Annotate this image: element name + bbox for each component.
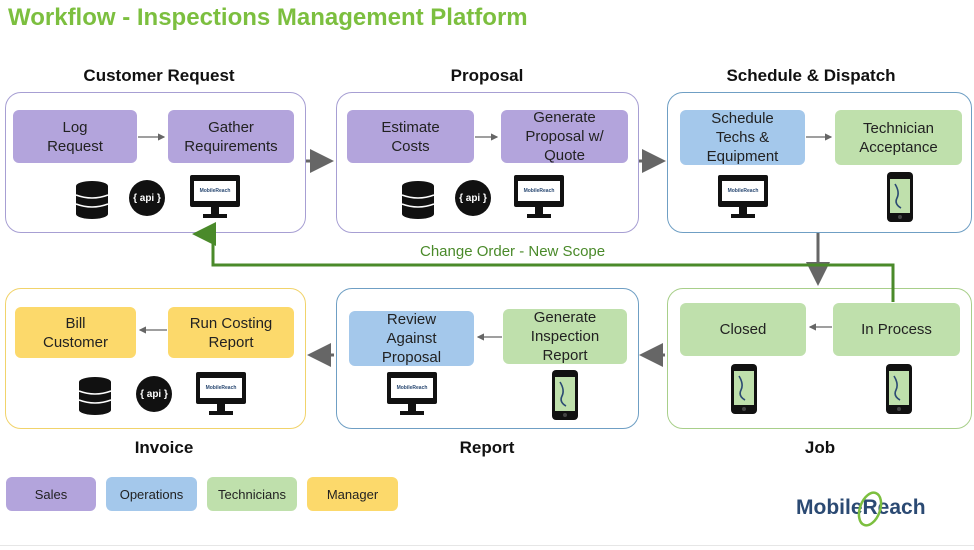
stage-title-customer-request: Customer Request (83, 66, 235, 85)
box-estimate-costs: Estimate Costs (347, 110, 474, 163)
monitor-icon: MobileReach (190, 175, 242, 223)
box-generate-proposal: Generate Proposal w/ Quote (501, 109, 628, 164)
footer-divider (0, 545, 974, 546)
box-gather-requirements: Gather Requirements (168, 110, 294, 163)
api-icon: { api } (455, 180, 491, 216)
box-review-against-proposal: Review Against Proposal (349, 311, 474, 366)
change-order-label: Change Order - New Scope (420, 243, 606, 260)
box-in-process: In Process (833, 303, 960, 356)
box-run-costing-report: Run Costing Report (168, 307, 294, 358)
mobile-phone-icon (887, 172, 913, 222)
stage-title-proposal: Proposal (450, 66, 524, 85)
page-title: Workflow - Inspections Management Platfo… (8, 4, 528, 31)
logo-swoosh-icon (857, 491, 883, 527)
legend-operations: Operations (106, 477, 197, 511)
api-icon: { api } (136, 376, 172, 412)
monitor-icon: MobileReach (387, 372, 439, 420)
mobile-phone-icon (886, 364, 912, 414)
box-schedule-techs: Schedule Techs & Equipment (680, 110, 805, 165)
monitor-icon: MobileReach (718, 175, 770, 223)
database-icon (401, 181, 435, 219)
stage-title-schedule-dispatch: Schedule & Dispatch (726, 66, 896, 85)
database-icon (78, 377, 112, 415)
monitor-icon: MobileReach (196, 372, 248, 420)
mobile-phone-icon (731, 364, 757, 414)
box-bill-customer: Bill Customer (15, 307, 136, 358)
box-closed: Closed (680, 303, 806, 356)
stage-title-invoice: Invoice (134, 438, 194, 457)
legend-manager: Manager (307, 477, 398, 511)
mobile-phone-icon (552, 370, 578, 420)
box-generate-inspection-report: Generate Inspection Report (503, 309, 627, 364)
api-icon: { api } (129, 180, 165, 216)
box-log-request: Log Request (13, 110, 137, 163)
stage-title-report: Report (459, 438, 515, 457)
legend-technicians: Technicians (207, 477, 297, 511)
box-technician-acceptance: Technician Acceptance (835, 110, 962, 165)
arrow-change-order-loop (192, 222, 895, 302)
stage-title-job: Job (804, 438, 836, 457)
monitor-icon: MobileReach (514, 175, 566, 223)
legend-sales: Sales (6, 477, 96, 511)
database-icon (75, 181, 109, 219)
